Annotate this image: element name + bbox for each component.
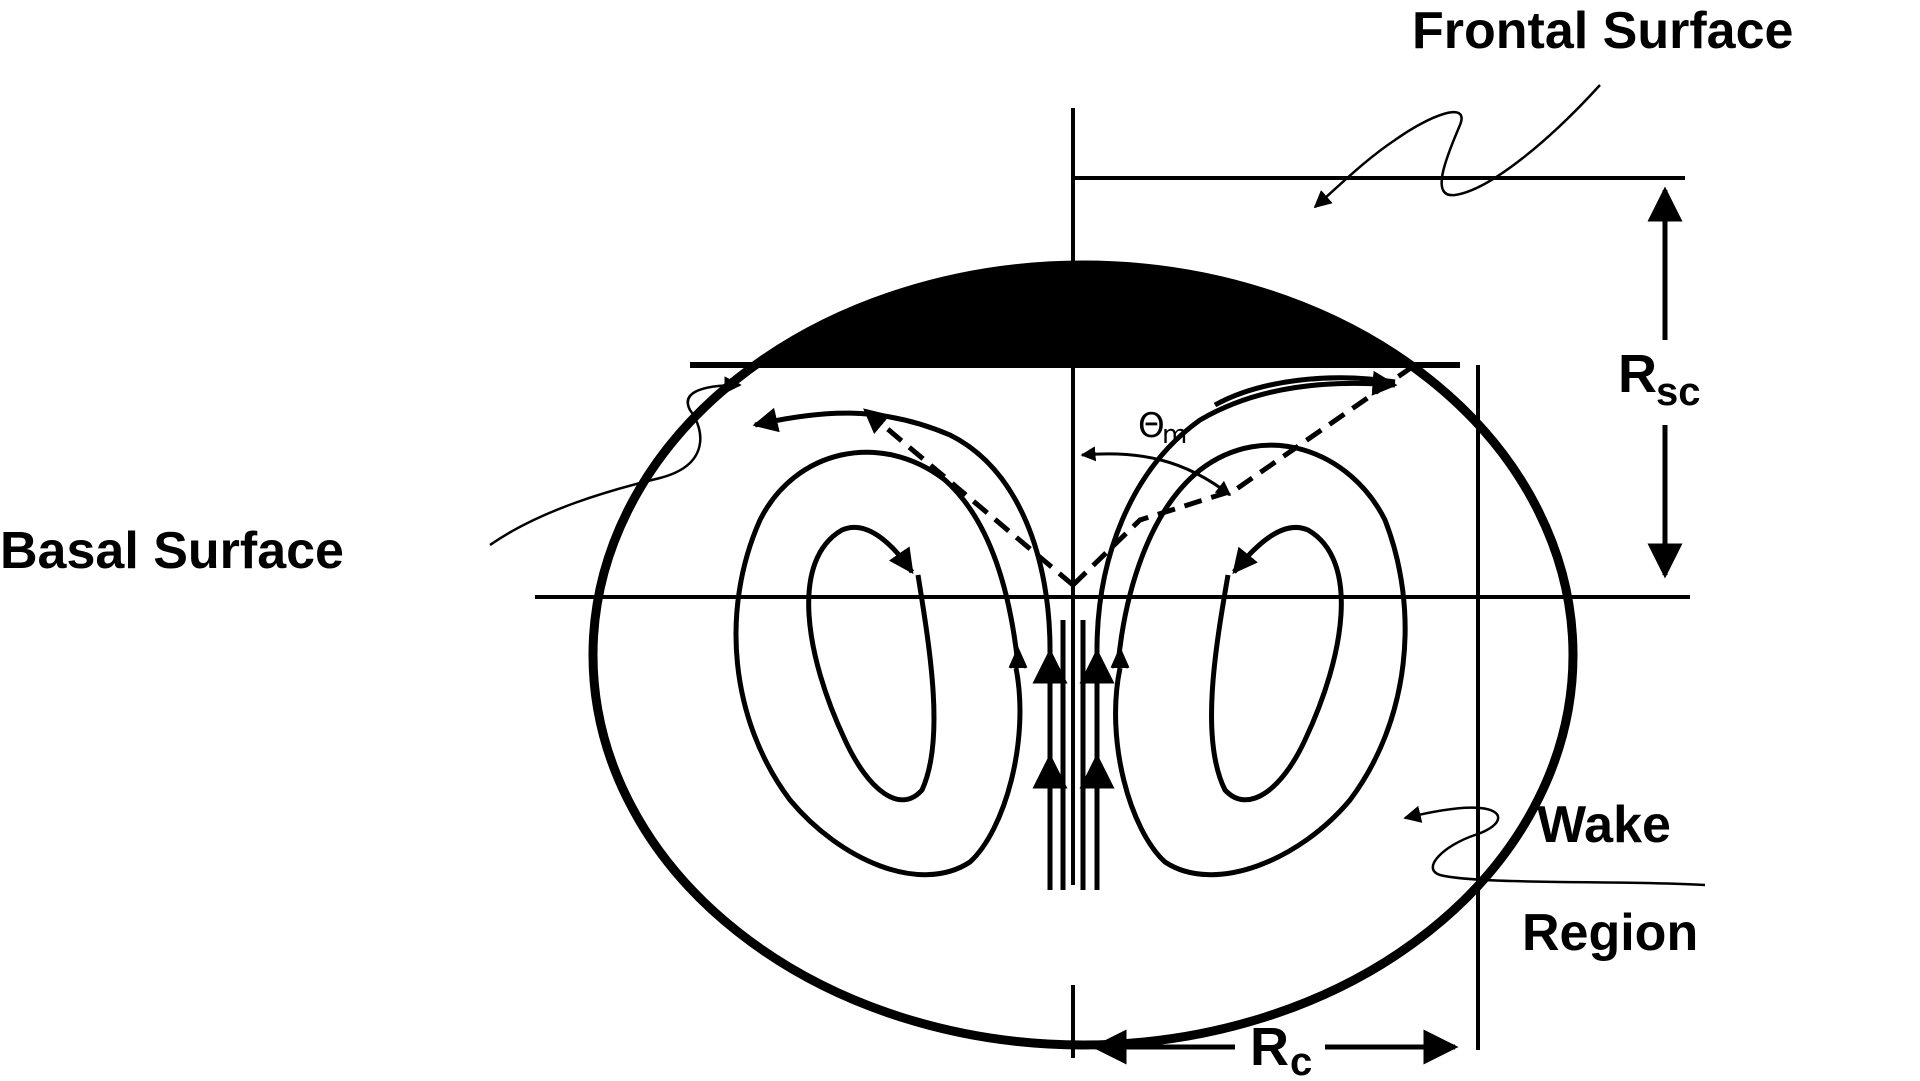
theta-label-sub: m	[1162, 420, 1187, 450]
r-c-label-sub: c	[1290, 1040, 1312, 1081]
left-streamline	[752, 407, 1053, 890]
left-vortex-outer-loop	[733, 449, 1023, 878]
wake-region-pointer	[1403, 805, 1706, 887]
r-c-label-main: R	[1250, 1017, 1289, 1077]
basal-surface-pointer	[489, 376, 742, 547]
top-right-flow-arc	[1213, 375, 1396, 408]
left-outer-arrowhead	[1008, 646, 1028, 669]
bubble-outline	[588, 260, 1578, 1050]
r-sc-label-sub: sc	[1656, 370, 1701, 414]
region-label: Region	[1522, 904, 1698, 962]
right-vortex-inner-loop	[1209, 524, 1344, 803]
r-sc-label-main: R	[1618, 344, 1657, 404]
wake-label: Wake	[1537, 796, 1671, 854]
frontal-surface-label: Frontal Surface	[1412, 2, 1793, 60]
right-outer-arrowhead	[1110, 646, 1130, 669]
left-vortex-inner-loop	[806, 524, 937, 803]
basal-surface-label: Basal Surface	[0, 522, 344, 580]
frontal-surface-pointer	[1313, 84, 1601, 209]
theta-angle-arc	[1080, 446, 1232, 497]
right-dashed-separatrix	[1071, 362, 1417, 587]
right-vortex-outer-loop	[1113, 442, 1408, 878]
theta-label-main: Θ	[1138, 406, 1165, 446]
right-streamline	[1094, 370, 1398, 890]
left-dashed-separatrix	[863, 408, 1075, 587]
